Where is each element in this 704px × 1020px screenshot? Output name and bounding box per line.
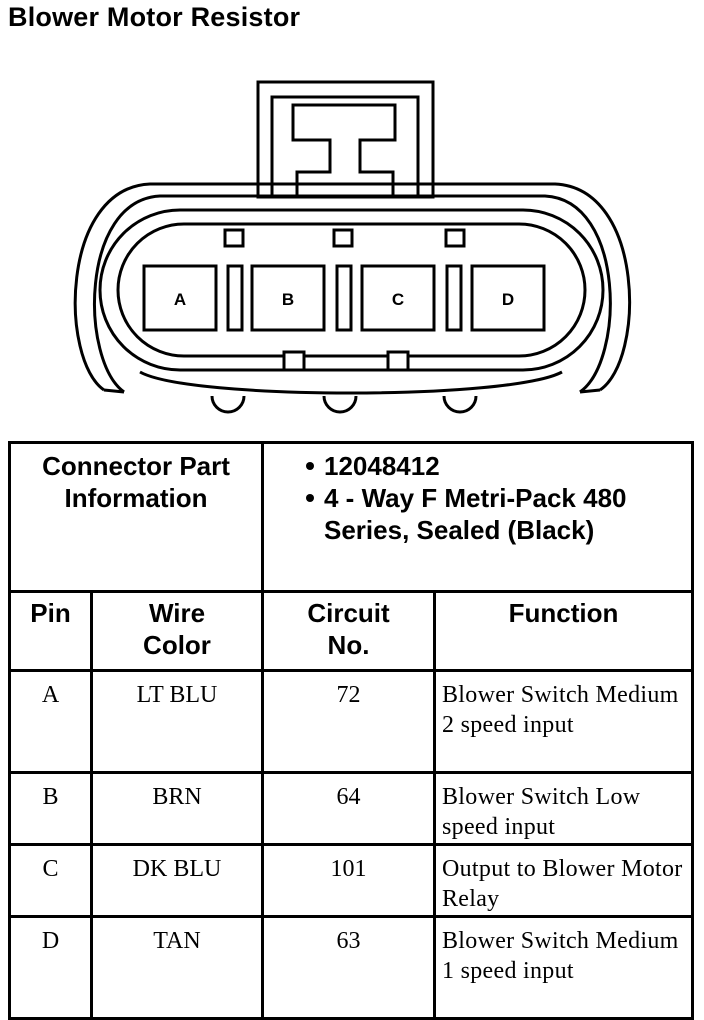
- connector-latch: [256, 80, 435, 199]
- circuit-cell: 63: [261, 915, 436, 1020]
- function-cell: Blower Switch Low speed input: [432, 771, 695, 846]
- part-info-values: 12048412 4 - Way F Metri-Pack 480 Series…: [260, 441, 695, 593]
- function-cell: Blower Switch Medium 1 speed input: [432, 915, 695, 1020]
- pin-cell: C: [8, 843, 93, 918]
- header-circuit-label-2: No.: [327, 630, 370, 660]
- key-tab: [332, 228, 354, 248]
- part-description: 4 - Way F Metri-Pack 480 Series, Sealed …: [302, 482, 691, 546]
- pin-cell: D: [8, 915, 93, 1020]
- part-info-row: Connector Part Information 12048412 4 - …: [8, 441, 695, 593]
- separator-rib: [335, 264, 353, 332]
- circuit-cell: 101: [261, 843, 436, 918]
- header-circuit: Circuit No.: [261, 590, 436, 672]
- header-function-label: Function: [508, 598, 619, 628]
- terminal-cavity-c: [360, 264, 436, 332]
- connector-shell: [73, 182, 631, 414]
- header-wire-label-2: Color: [143, 630, 211, 660]
- connector-diagram: A B C D: [73, 80, 631, 414]
- header-wire-color: Wire Color: [90, 590, 264, 672]
- header-function: Function: [432, 590, 695, 672]
- key-tab: [444, 228, 466, 248]
- circuit-cell: 64: [261, 771, 436, 846]
- part-number: 12048412: [302, 450, 691, 482]
- pin-label-d: D: [502, 290, 514, 309]
- header-pin-label: Pin: [30, 598, 71, 628]
- page-title: Blower Motor Resistor: [8, 2, 301, 32]
- header-pin: Pin: [8, 590, 93, 672]
- key-tab: [386, 350, 410, 372]
- header-wire-label-1: Wire: [148, 598, 206, 628]
- table-row: D TAN 63 Blower Switch Medium 1 speed in…: [8, 915, 695, 1020]
- table-header-row: Pin Wire Color Circuit No. Function: [8, 590, 695, 672]
- table-row: A LT BLU 72 Blower Switch Medium 2 speed…: [8, 669, 695, 774]
- terminal-cavity-d: [470, 264, 546, 332]
- wire-color-cell: TAN: [90, 915, 264, 1020]
- wire-color-cell: LT BLU: [90, 669, 264, 774]
- table-row: B BRN 64 Blower Switch Low speed input: [8, 771, 695, 846]
- part-info-label-line1: Connector Part: [42, 451, 230, 481]
- circuit-cell: 72: [261, 669, 436, 774]
- key-tab: [223, 228, 245, 248]
- header-circuit-label-1: Circuit: [307, 598, 390, 628]
- pin-label-b: B: [282, 290, 294, 309]
- wire-color-cell: DK BLU: [90, 843, 264, 918]
- wire-color-cell: BRN: [90, 771, 264, 846]
- part-info-label: Connector Part Information: [8, 441, 264, 593]
- terminal-cavity-b: [250, 264, 326, 332]
- part-info-label-line2: Information: [64, 483, 208, 513]
- terminal-cavity-a: [142, 264, 218, 332]
- pin-cell: A: [8, 669, 93, 774]
- separator-rib: [226, 264, 244, 332]
- key-tab: [282, 350, 306, 372]
- pin-label-a: A: [174, 290, 186, 309]
- function-cell: Blower Switch Medium 2 speed input: [432, 669, 695, 774]
- pin-cell: B: [8, 771, 93, 846]
- separator-rib: [445, 264, 463, 332]
- table-row: C DK BLU 101 Output to Blower Motor Rela…: [8, 843, 695, 918]
- connector-info-table: Connector Part Information 12048412 4 - …: [8, 441, 695, 1020]
- function-cell: Output to Blower Motor Relay: [432, 843, 695, 918]
- pin-label-c: C: [392, 290, 404, 309]
